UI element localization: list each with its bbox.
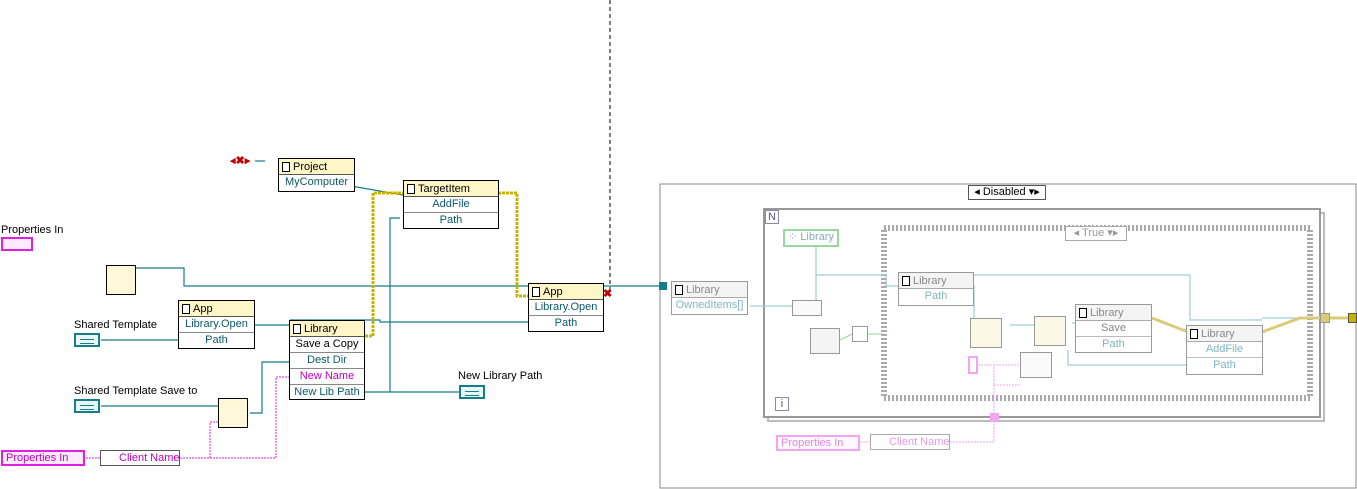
properties-in-control[interactable]: Properties In	[1, 450, 85, 466]
save-node-class: Library	[1090, 306, 1124, 319]
error-x-icon: ✖	[603, 288, 613, 300]
shared-template-save-to-label: Shared Template Save to	[74, 385, 198, 397]
new-library-path-indicator[interactable]	[459, 385, 485, 399]
loop-tunnel-terminal	[1320, 313, 1330, 323]
library-class-constant: ⁘ Library	[783, 229, 839, 247]
library-class-constant-label: Library	[800, 231, 834, 243]
app1-row-path[interactable]: Path	[205, 334, 228, 346]
shared-template-control[interactable]	[74, 333, 100, 347]
inner-case-selector[interactable]: ◂ True ▾▸	[1065, 226, 1127, 241]
app2-row-path[interactable]: Path	[554, 317, 578, 329]
targetitem-row-addfile[interactable]: AddFile	[404, 197, 498, 213]
build-path-icon	[810, 328, 840, 354]
build-path-icon-2	[1034, 316, 1066, 346]
inner-case-selector-label: True	[1082, 227, 1105, 239]
build-path-vi[interactable]	[218, 398, 248, 428]
doc-icon	[532, 286, 540, 297]
loop-index-icon: i	[775, 397, 789, 411]
doc-icon	[1190, 328, 1198, 339]
client-name-unbundle[interactable]: Client Name	[100, 450, 180, 466]
client-name-string-constant	[968, 356, 978, 374]
pink-tunnel-terminal	[990, 413, 999, 422]
targetitem-node-class: TargetItem	[418, 182, 470, 195]
doc-icon	[407, 183, 415, 194]
properties-in-control-label: Properties In	[6, 452, 69, 464]
save-invoke-node[interactable]: Library Save Path	[1075, 304, 1152, 353]
greater-than-icon	[852, 326, 868, 342]
project-property-node[interactable]: Project MyComputer	[278, 158, 355, 192]
inner-library-property-node[interactable]: Library Path	[898, 272, 974, 306]
addfile-row-path[interactable]: Path	[1213, 359, 1236, 371]
doc-icon	[282, 161, 290, 172]
loop-count-icon: N	[765, 210, 779, 224]
new-library-path-label: New Library Path	[458, 370, 543, 382]
library-row-dest-dir[interactable]: Dest Dir	[290, 353, 364, 369]
library-row-new-lib-path[interactable]: New Lib Path	[294, 386, 360, 398]
addfile-row-addfile[interactable]: AddFile	[1187, 342, 1262, 358]
owned-items-class: Library	[686, 283, 720, 296]
app1-node-header: App	[179, 301, 254, 317]
shared-template-save-to-control[interactable]	[74, 399, 100, 413]
project-node-class: Project	[293, 160, 328, 173]
addfile-node-class: Library	[1201, 327, 1235, 340]
strip-path-icon	[970, 318, 1002, 348]
properties-in-label: Properties In	[1, 224, 64, 236]
library-row-save-a-copy[interactable]: Save a Copy	[290, 337, 364, 353]
doc-icon	[1079, 307, 1087, 318]
app1-row-library-open[interactable]: Library.Open	[179, 317, 254, 333]
inner-library-row-path[interactable]: Path	[924, 290, 948, 302]
tunnel-terminal	[659, 282, 667, 290]
doc-icon	[293, 323, 301, 334]
library-row-new-name[interactable]: New Name	[290, 369, 364, 385]
app1-node-class: App	[193, 302, 213, 315]
doc-icon	[182, 303, 190, 314]
owned-items-header: Library	[672, 282, 747, 298]
addfile-invoke-node[interactable]: Library AddFile Path	[1186, 325, 1263, 375]
targetitem-row-path[interactable]: Path	[439, 214, 463, 226]
error-close-icon: ◂✖▸	[230, 155, 251, 167]
app-reference-vi[interactable]	[106, 265, 136, 295]
to-more-specific-class-icon	[792, 300, 822, 316]
addfile-node-header: Library	[1187, 326, 1262, 342]
app-invoke-node-1[interactable]: App Library.Open Path	[178, 300, 255, 349]
disabled-client-name-label: Client Name	[889, 436, 950, 448]
app2-node-header: App	[529, 284, 603, 300]
doc-icon	[902, 275, 910, 286]
save-row-path[interactable]: Path	[1102, 338, 1125, 350]
disabled-client-name-unbundle[interactable]: Client Name	[870, 434, 950, 450]
app2-row-library-open[interactable]: Library.Open	[529, 300, 603, 316]
library-node-class: Library	[304, 322, 338, 335]
disabled-properties-in-label: Properties In	[781, 437, 844, 449]
doc-icon	[675, 284, 683, 295]
inner-library-class: Library	[913, 274, 947, 287]
disabled-selector-label: Disabled	[982, 186, 1026, 198]
disabled-selector[interactable]: ◂ Disabled ▾▸	[968, 185, 1046, 200]
structure-output-terminal	[1348, 313, 1357, 323]
properties-in-indicator[interactable]	[1, 237, 33, 251]
owned-items-row[interactable]: OwnedItems[]	[675, 299, 744, 311]
project-node-row[interactable]: MyComputer	[285, 176, 348, 188]
save-node-header: Library	[1076, 305, 1151, 321]
library-node-header: Library	[290, 321, 364, 337]
concatenate-strings-icon	[1020, 352, 1052, 378]
project-node-header: Project	[279, 159, 354, 175]
targetitem-node-header: TargetItem	[404, 181, 498, 197]
shared-template-label: Shared Template	[74, 319, 157, 331]
client-name-label: Client Name	[119, 452, 180, 464]
targetitem-invoke-node[interactable]: TargetItem AddFile Path	[403, 180, 499, 229]
disabled-properties-in-control[interactable]: Properties In	[776, 435, 860, 451]
owned-items-property-node[interactable]: Library OwnedItems[]	[671, 281, 748, 315]
app2-node-class: App	[543, 285, 563, 298]
library-invoke-node[interactable]: Library Save a Copy Dest Dir New Name Ne…	[289, 320, 365, 400]
save-row-save[interactable]: Save	[1076, 321, 1151, 337]
app-invoke-node-2[interactable]: App Library.Open Path	[528, 283, 604, 332]
inner-library-header: Library	[899, 273, 973, 289]
